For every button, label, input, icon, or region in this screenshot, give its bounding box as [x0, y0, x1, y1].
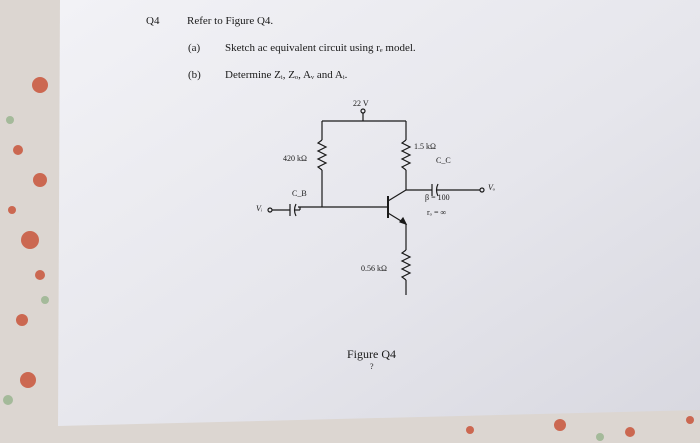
supply-terminal	[360, 108, 366, 114]
page-mark: ?	[370, 362, 374, 371]
rb-label: 420 kΩ	[283, 154, 307, 163]
cc-label: C_C	[436, 156, 451, 165]
re-resistor	[400, 249, 412, 281]
vi-label: Vᵢ	[256, 204, 263, 213]
supply-label: 22 V	[353, 99, 369, 108]
re-label: 0.56 kΩ	[361, 264, 387, 273]
figure-caption: Figure Q4	[347, 347, 396, 361]
ro-label: rₒ = ∞	[427, 208, 447, 217]
cb-label: C_B	[292, 189, 307, 198]
part-a-label: (a)	[188, 42, 201, 54]
vo-label: Vₒ	[488, 183, 496, 192]
beta-label: β = 100	[425, 193, 450, 202]
vi-terminal	[267, 207, 273, 213]
part-b-label: (b)	[188, 69, 201, 81]
rc-label: 1.5 kΩ	[414, 142, 436, 151]
rb-resistor	[316, 139, 328, 171]
question-intro: Refer to Figure Q4.	[187, 15, 274, 27]
vo-terminal	[479, 187, 485, 193]
question-number: Q4	[146, 15, 160, 27]
rc-resistor	[400, 139, 412, 171]
part-b-text: Determine Zᵢ, Zₒ, Aᵥ and Aᵢ.	[225, 69, 348, 81]
part-a-text: Sketch ac equivalent circuit using rₑ mo…	[225, 42, 416, 54]
